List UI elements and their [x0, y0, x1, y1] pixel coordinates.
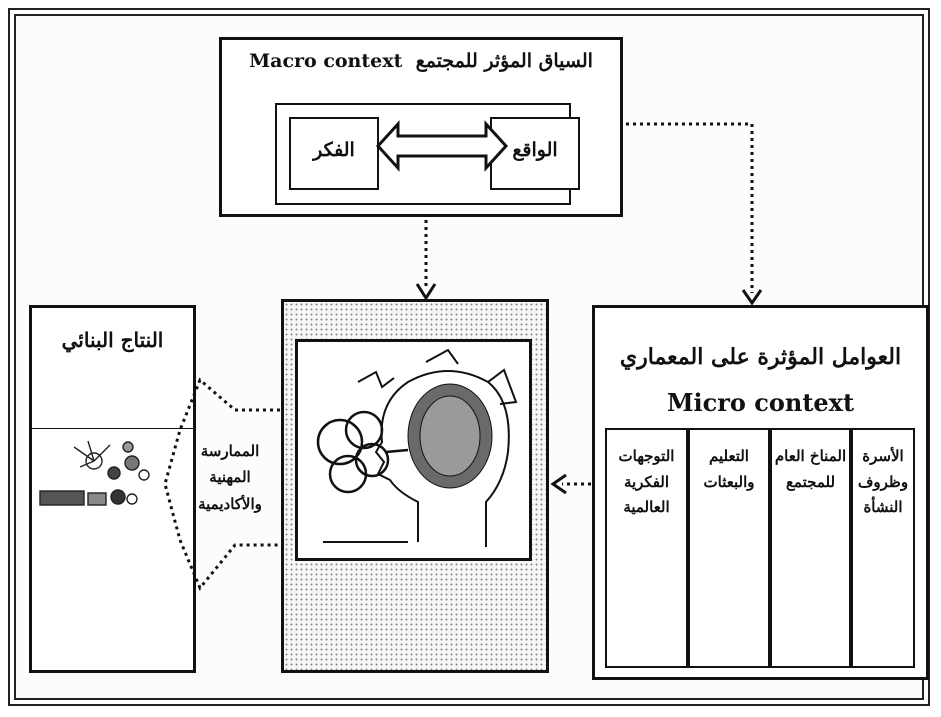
- arrowhead-micro: [741, 289, 763, 306]
- practice-line-2: المهنية: [209, 468, 251, 487]
- macro-context-title-ar: السياق المؤثر للمجتمع: [415, 50, 593, 72]
- double-arrow: [375, 120, 509, 172]
- reality-label: الواقع: [512, 139, 558, 161]
- thought-box: الفكر: [289, 117, 379, 190]
- micro-column-social-climate: المناخ العام للمجتمع: [770, 428, 851, 668]
- building-output-box: النتاج البنائي: [29, 305, 196, 673]
- arrowhead-center: [415, 283, 437, 301]
- practice-line-1: الممارسة: [200, 442, 260, 460]
- micro-column-education: التعليم والبعثات: [688, 428, 770, 668]
- building-sketch-image: [39, 440, 150, 506]
- micro-column-family: الأسرة وظروف النشأة: [851, 428, 915, 668]
- micro-column-global-trends: التوجهات الفكرية العالمية: [605, 428, 688, 668]
- micro-context-title-ar: العوامل المؤثرة على المعماري: [619, 344, 902, 370]
- macro-context-title-en: Macro context: [249, 50, 403, 72]
- reality-box: الواقع: [490, 117, 580, 190]
- arrowhead-to-center: [550, 473, 567, 495]
- practice-line-3: والأكاديمية: [198, 494, 262, 513]
- head-illustration: [316, 348, 518, 547]
- thought-label: الفكر: [313, 139, 355, 161]
- practice-arrow-outline: [163, 377, 280, 591]
- thinking-process-box: [281, 299, 549, 673]
- building-output-title: النتاج البنائي: [61, 328, 164, 352]
- practice-label: الممارسة المهنية والأكاديمية: [180, 438, 280, 517]
- macro-context-title: Macro context السياق المؤثر للمجتمع: [222, 50, 620, 72]
- output-divider: [32, 428, 193, 429]
- micro-context-title-en: Micro context: [666, 388, 855, 417]
- connector-macro-to-micro: [626, 122, 754, 293]
